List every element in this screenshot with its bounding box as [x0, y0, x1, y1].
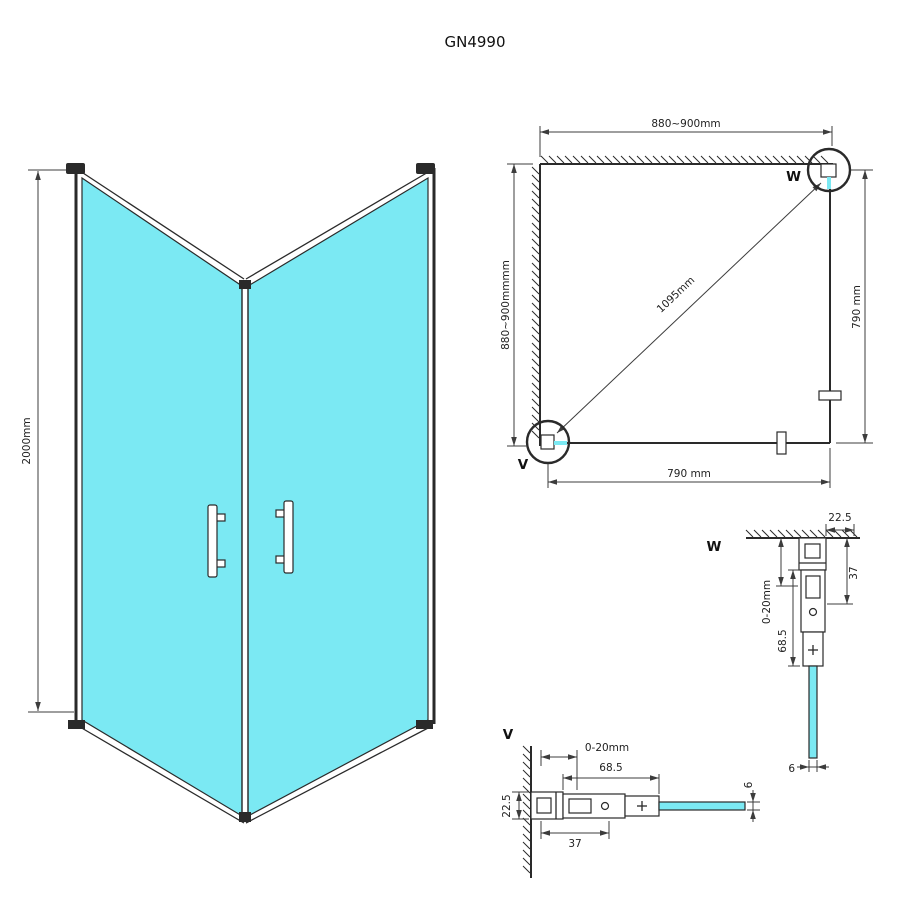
w-dim-adjust-line: [778, 538, 784, 586]
plan-left-dim-line: [511, 164, 517, 446]
left-door-handle: [207, 504, 226, 578]
plan-top-dimension: 880~900mm: [539, 118, 833, 157]
frame-fittings: [66, 163, 435, 822]
w-dim-right: 37: [827, 538, 860, 605]
detail-v-title: V: [503, 727, 514, 743]
detail-marker-w: [806, 147, 852, 193]
top-wall-hatch: [540, 155, 829, 164]
plan-bottom-dimension: 790 mm: [547, 448, 831, 488]
detail-marker-v: [525, 419, 571, 465]
w-profile-section: [798, 537, 827, 667]
plan-left-dimension: 880~900mmmm: [500, 163, 533, 447]
w-dim-right-line: [844, 538, 850, 604]
bottom-door-handle-plan: [776, 431, 787, 455]
w-dim-adjust-label: 0-20mm: [761, 580, 773, 624]
plan-top-dim-line: [540, 129, 832, 135]
w-dim-top-line: [826, 527, 854, 533]
v-dim-width-line: [563, 775, 659, 781]
v-dim-left: 22.5: [501, 791, 529, 820]
v-dim-bottom-line: [541, 830, 609, 836]
plan-right-label: 790 mm: [851, 285, 863, 329]
plan-right-dim-line: [862, 170, 868, 443]
plan-top-label: 880~900mm: [651, 118, 720, 130]
v-dim-bottom: 37: [540, 821, 610, 850]
plan-view: 1095mm W V 880~900mm 880~900mmmm: [500, 118, 873, 488]
detail-v-callout-label: V: [518, 457, 529, 473]
front-height-label: 2000mm: [21, 417, 33, 464]
left-wall-hatch: [531, 166, 540, 439]
front-height-dimension: 2000mm: [21, 169, 74, 713]
v-dim-adjust-label: 0-20mm: [585, 742, 629, 754]
diagonal-label: 1095mm: [655, 274, 698, 315]
plan-bottom-label: 790 mm: [667, 468, 711, 480]
v-dim-adjust-line: [541, 754, 577, 760]
v-dim-bottom-label: 37: [568, 838, 581, 850]
page-title: GN4990: [444, 33, 505, 51]
right-door-handle-plan: [818, 390, 842, 401]
glass-plan-lines: [554, 177, 831, 444]
w-dim-adjust: 0-20mm: [761, 538, 798, 624]
v-dim-left-label: 22.5: [501, 794, 513, 817]
w-dim-height-line: [790, 570, 796, 666]
diagonal-dimension: 1095mm: [556, 182, 822, 434]
plan-bottom-dim-line: [548, 479, 830, 485]
w-dim-top-label: 22.5: [828, 512, 851, 524]
frame-lines: [74, 168, 436, 824]
w-dim-top-offset: 22.5: [825, 512, 855, 536]
w-dim-height: 68.5: [777, 569, 800, 667]
v-dim-adjust: 0-20mm: [540, 742, 629, 790]
detail-w-callout-label: W: [786, 169, 801, 185]
v-dim-glass-label: 6: [743, 781, 755, 788]
right-glass-panel: [247, 176, 429, 817]
w-dim-glass: 6: [788, 760, 829, 775]
v-profile-section: [530, 791, 660, 820]
w-dim-right-label: 37: [848, 566, 860, 579]
w-dim-glass-label: 6: [788, 763, 795, 775]
side-wall-hatch: [522, 745, 531, 874]
left-glass-panel: [81, 176, 243, 818]
v-glass-panel: [658, 801, 746, 811]
diagonal-dim-line: [556, 182, 822, 434]
w-dim-glass-line: [797, 764, 829, 770]
right-door-handle: [275, 500, 294, 574]
ceiling-hatch: [745, 529, 858, 538]
front-height-dim-line: [35, 171, 41, 711]
w-dim-height-label: 68.5: [777, 629, 789, 652]
detail-v: V 0-20mm 68.5: [501, 727, 760, 878]
v-dim-glass: 6: [743, 781, 760, 822]
v-dim-width: 68.5: [562, 762, 660, 794]
detail-w-title: W: [707, 539, 722, 555]
v-dim-glass-line: [750, 790, 756, 822]
front-view: 2000mm: [21, 163, 436, 824]
v-dim-left-line: [516, 792, 522, 819]
detail-w: W 22.5 37 0-20: [707, 512, 860, 775]
plan-left-label: 880~900mmmm: [500, 260, 512, 350]
v-dim-width-label: 68.5: [599, 762, 622, 774]
w-glass-panel: [808, 665, 818, 759]
wall-lines: [539, 163, 833, 446]
plan-right-dimension: 790 mm: [836, 169, 873, 444]
